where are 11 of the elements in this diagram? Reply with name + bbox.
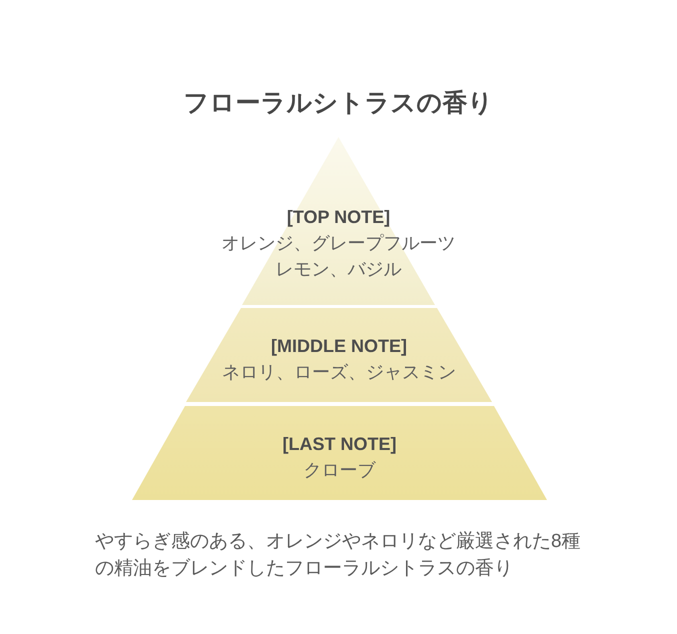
note-ingredients: クローブ [304,459,376,482]
note-heading: [TOP NOTE] [286,206,390,229]
diagram-title: フローラルシトラスの香り [184,88,494,119]
note-heading: [MIDDLE NOTE] [271,335,407,358]
note-ingredients: レモン、バジル [276,258,402,281]
pyramid-tier [132,406,547,500]
note-ingredients: オレンジ、グレープフルーツ [222,232,456,255]
diagram-caption: やすらぎ感のある、オレンジやネロリなど厳選された8種の精油をブレンドしたフローラルシトラスの香り [95,530,582,581]
pyramid-tier [186,308,492,402]
note-ingredients: ネロリ、ローズ、ジャスミン [222,361,456,384]
note-heading: [LAST NOTE] [282,433,396,456]
